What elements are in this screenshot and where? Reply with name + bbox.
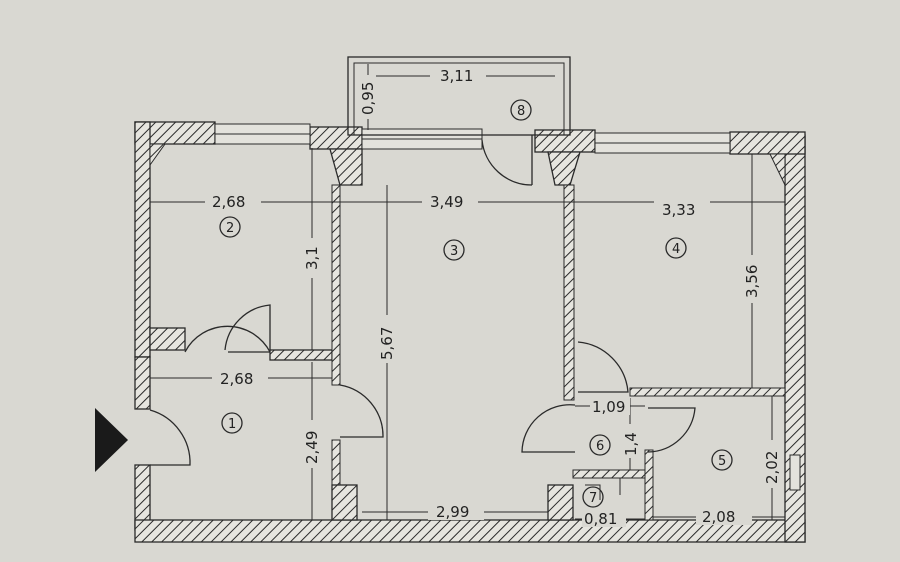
room3-depth-label: 5,67 [378,327,396,360]
dimension-labels: 3,11 0,95 2,68 3,49 3,33 3,1 5,67 3,56 2… [205,67,781,528]
room4-width-label: 3,33 [662,201,695,219]
room-number-3: 3 [450,244,458,259]
corridor-width-label: 1,09 [592,398,625,416]
room4-depth-label: 3,56 [743,265,761,298]
room3-width-label: 3,49 [430,193,463,211]
interior-walls [149,184,786,521]
room5-width-label: 2,08 [702,508,735,526]
room-number-2: 2 [226,221,234,236]
room-number-8: 8 [517,104,525,119]
room3-bottom-width-label: 2,99 [436,503,469,521]
balcony [347,56,571,186]
room-number-6: 6 [596,439,604,454]
entrance-arrow-icon [95,408,128,472]
room-number-5: 5 [718,454,726,469]
balcony-width-label: 3,11 [440,67,473,85]
room2-width-label: 2,68 [212,193,245,211]
room5-depth-label: 2,02 [763,451,781,484]
room-number-1: 1 [228,417,236,432]
wc-width-label: 0,81 [584,510,617,528]
room2-depth-label: 3,1 [303,246,321,270]
room-number-7: 7 [589,491,597,506]
windows [214,123,801,491]
hall-width-label: 2,68 [220,370,253,388]
hall-depth-label: 2,49 [303,431,321,464]
bath-depth-label: 1,4 [622,432,640,456]
room-number-4: 4 [672,242,680,257]
balcony-depth-label: 0,95 [359,82,377,115]
outer-walls [134,121,806,543]
doors [149,304,696,500]
room-markers: 8 2 3 4 1 6 5 7 [219,99,733,508]
